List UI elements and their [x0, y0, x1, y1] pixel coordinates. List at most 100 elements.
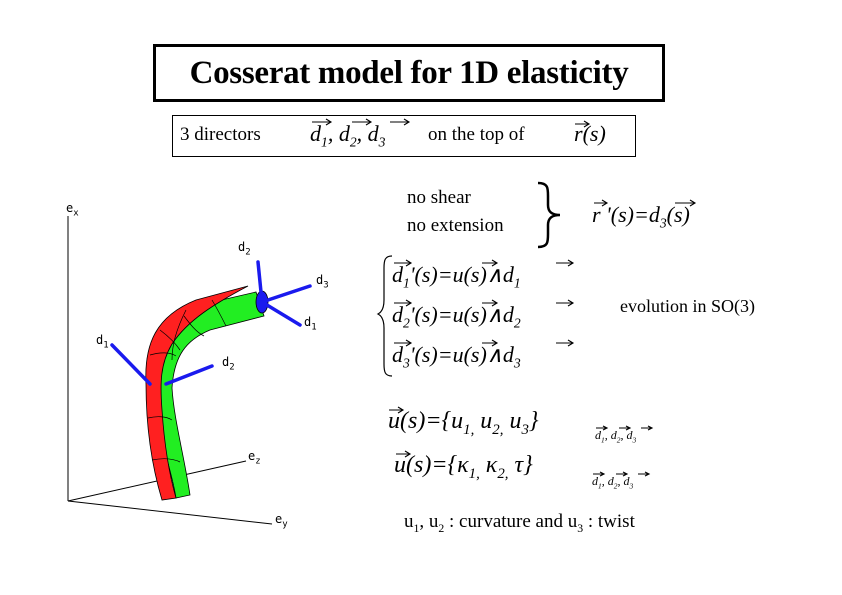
- sub: 1: [601, 435, 605, 445]
- comma: ,: [601, 474, 605, 488]
- r-prime: r '(s)=: [592, 202, 649, 227]
- sub: 1: [513, 275, 521, 291]
- sub: 1: [413, 521, 420, 535]
- evolution-eq-1: d1'(s)=u(s)∧d1: [392, 262, 521, 291]
- subtitle-arrows: [312, 118, 591, 128]
- mid: '(s)=: [409, 342, 453, 367]
- u-symbol: u: [509, 408, 522, 434]
- d-symbol: d: [392, 342, 403, 367]
- sub: 2: [245, 247, 251, 258]
- subtitle-box: [172, 115, 636, 157]
- constraint-no-extension: no extension: [407, 215, 504, 236]
- vector-d3-top: [260, 284, 312, 304]
- director-d: d: [367, 121, 379, 146]
- mid: : curvature and u: [449, 511, 578, 532]
- sub-3: 3: [378, 134, 386, 150]
- basis-1: d1, d2, d3: [595, 428, 636, 444]
- title-box: Cosserat model for 1D elasticity: [153, 44, 665, 102]
- sub: 2: [229, 362, 235, 373]
- vector-d2-mid: [164, 364, 214, 386]
- close-brace: }: [528, 408, 539, 434]
- sub-3: 3: [659, 215, 667, 231]
- u-symbol: u: [480, 408, 493, 434]
- body: (s)={κ: [406, 452, 469, 478]
- d-symbol: d: [502, 262, 514, 287]
- comma: ,: [356, 121, 363, 146]
- legend-line: u1, u2 : curvature and u3 : twist: [404, 511, 635, 536]
- axis-ex-label: ex: [66, 201, 79, 218]
- sub: y: [282, 519, 288, 530]
- sub: 1,: [463, 421, 475, 438]
- sub: 3: [629, 481, 634, 491]
- director-d: d: [310, 121, 321, 146]
- rhs: (s)∧: [463, 262, 503, 287]
- sub: 1,: [468, 465, 480, 482]
- sub: 2,: [492, 421, 504, 438]
- e: e: [248, 449, 256, 463]
- label-d2-mid: d2: [222, 355, 235, 372]
- label-d2-top: d2: [238, 240, 251, 257]
- rhs: (s)∧: [463, 302, 503, 327]
- r-symbol: r: [574, 121, 583, 146]
- d-symbol: d: [392, 262, 403, 287]
- constraint-result: r '(s)=d3(s): [592, 202, 690, 231]
- u: u: [404, 511, 414, 532]
- constraint-arrows: [594, 199, 697, 207]
- evolution-arrows: [394, 259, 575, 347]
- sep: , u: [419, 511, 439, 532]
- constraint-no-shear: no shear: [407, 187, 471, 208]
- director-vectors: [110, 260, 312, 386]
- r-arg: (s): [582, 121, 606, 146]
- rod-grid: [147, 299, 227, 463]
- component-arrows: [389, 406, 654, 477]
- d-symbol: d: [392, 302, 403, 327]
- label-d1-top: d1: [304, 315, 317, 332]
- mid: '(s)=: [409, 302, 453, 327]
- sub-2: 2: [349, 134, 357, 150]
- subtitle-directors: d1, d2, d3: [310, 121, 385, 150]
- components-eq-2: u(s)={κ1, κ2, τ}: [394, 452, 533, 483]
- director-d: d: [338, 121, 350, 146]
- axis-ey-label: ey: [275, 512, 288, 529]
- d: d: [238, 240, 246, 254]
- d-symbol: d: [623, 474, 630, 488]
- rhs: (s)∧: [463, 342, 503, 367]
- sub-1: 1: [321, 134, 328, 150]
- label-d3-top: d3: [316, 273, 329, 290]
- sub: 3: [521, 421, 529, 438]
- mid: '(s)=: [409, 262, 453, 287]
- vector-d1-top: [260, 300, 302, 327]
- sub: 2: [616, 435, 621, 445]
- arg: (s): [666, 202, 690, 227]
- comma: ,: [620, 428, 624, 442]
- sub: 3: [323, 280, 329, 291]
- sub: 1: [598, 481, 602, 491]
- u-symbol: u: [452, 302, 464, 327]
- d: d: [304, 315, 312, 329]
- sub: 1: [103, 340, 109, 351]
- evolution-brace: [376, 255, 393, 377]
- label-d1-mid: d1: [96, 333, 109, 350]
- end: : twist: [587, 511, 635, 532]
- evolution-label: evolution in SO(3): [620, 296, 755, 316]
- sub: 3: [513, 355, 521, 371]
- sub: 2: [513, 315, 521, 331]
- axis-y-line: [67, 500, 273, 525]
- tau-symbol: τ: [514, 452, 524, 478]
- d-symbol: d: [502, 342, 514, 367]
- e: e: [275, 512, 283, 526]
- sub: x: [73, 208, 79, 219]
- d-symbol: d: [592, 474, 598, 488]
- sub: 2,: [497, 465, 509, 482]
- sub: 2: [403, 315, 410, 331]
- subtitle-prefix: 3 directors: [180, 124, 261, 145]
- sub: 2: [438, 521, 445, 535]
- sub: 3: [632, 435, 637, 445]
- u-symbol: u: [388, 408, 400, 434]
- evolution-eq-2: d2'(s)=u(s)∧d2: [392, 302, 521, 331]
- u-symbol: u: [394, 452, 406, 478]
- e: e: [66, 201, 74, 215]
- comma: ,: [327, 121, 334, 146]
- evolution-eq-3: d3'(s)=u(s)∧d3: [392, 342, 521, 371]
